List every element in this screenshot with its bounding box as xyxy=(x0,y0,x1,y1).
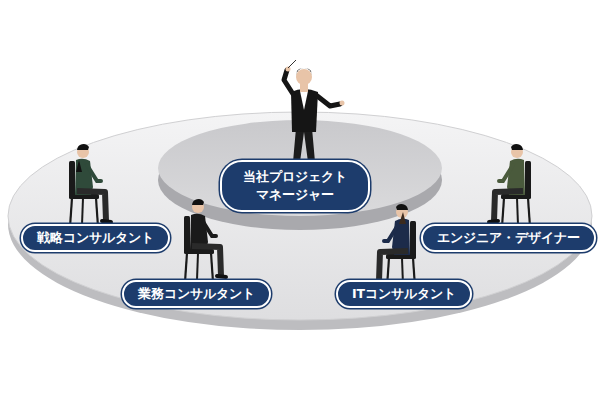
role-label: エンジニア・デザイナー xyxy=(421,224,596,253)
manager-label: 当社プロジェクト マネージャー xyxy=(220,160,370,212)
role-label: 戦略コンサルタント xyxy=(21,224,170,253)
label-text: 業務コンサルタント xyxy=(138,286,255,303)
label-text: 当社プロジェクト マネージャー xyxy=(240,168,350,204)
it-hair xyxy=(399,212,406,224)
engineer-person xyxy=(489,144,531,227)
label-text: 戦略コンサルタント xyxy=(37,230,154,247)
label-text: ITコンサルタント xyxy=(352,286,456,303)
conductor-figure xyxy=(284,60,345,164)
role-label: ITコンサルタント xyxy=(336,280,472,309)
role-label: 業務コンサルタント xyxy=(122,280,271,309)
business-person xyxy=(184,199,226,282)
strategy-person xyxy=(69,144,111,227)
platform-top xyxy=(8,112,592,320)
strategy-hair xyxy=(76,160,82,172)
label-text: エンジニア・デザイナー xyxy=(437,230,580,247)
it-person xyxy=(374,204,416,287)
